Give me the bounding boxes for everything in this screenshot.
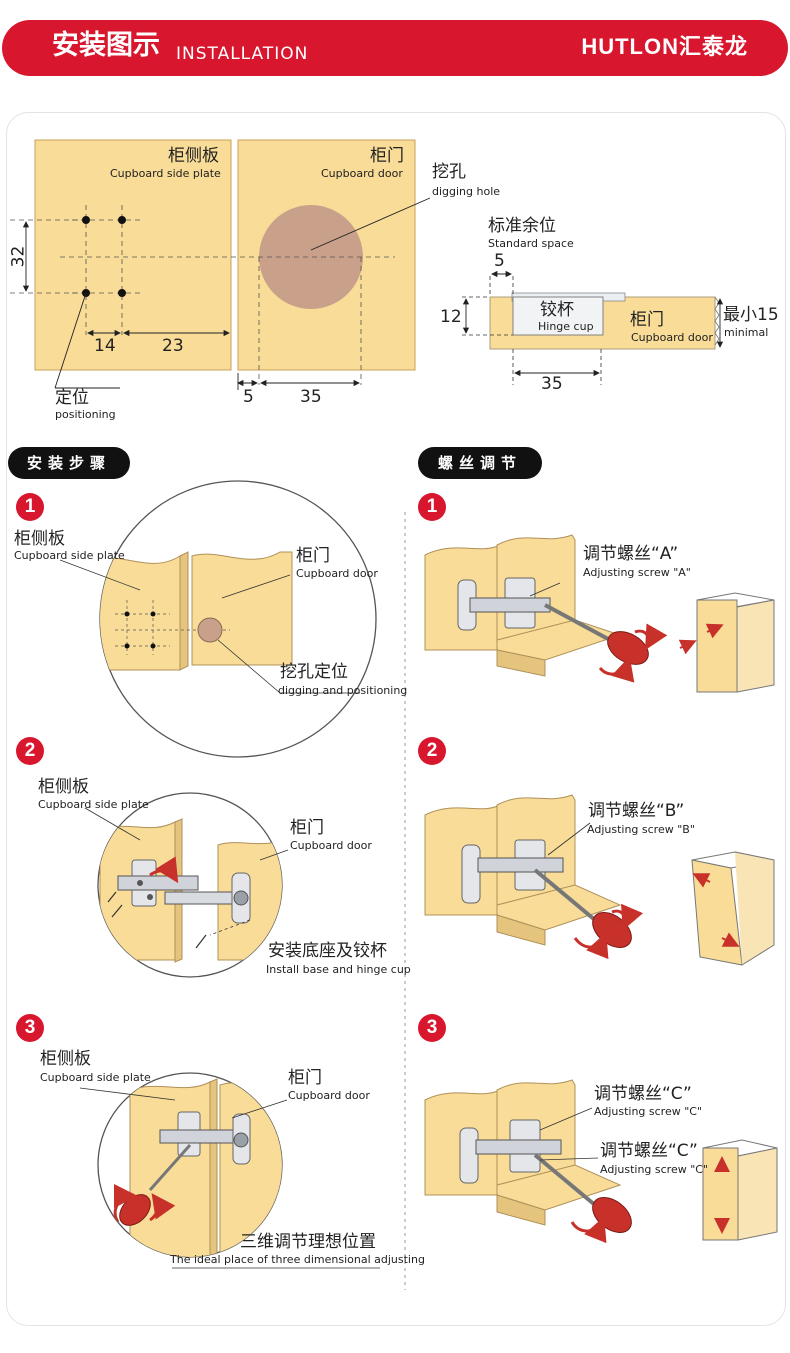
s3-adjust-label-en: The ideal place of three dimensional adj… (170, 1253, 425, 1266)
min-label-cn: 最小15 (723, 305, 779, 325)
position-dot (82, 216, 90, 224)
install-step-3-badge: 3 (16, 1014, 44, 1042)
dim-35: 35 (300, 387, 322, 407)
adjust-step-2-badge: 2 (418, 737, 446, 765)
header-banner: 安装图示 INSTALLATION HUTLON汇泰龙 (2, 20, 788, 76)
a3-screw-label-en-1: Adjusting screw "C" (594, 1105, 703, 1118)
a3-screw-label-en-2: Adjusting screw "C" (600, 1163, 709, 1176)
standard-space-diagram (462, 270, 724, 385)
dim-32: 32 (8, 245, 29, 268)
s1-side-label-en: Cupboard side plate (14, 549, 125, 562)
hinge-cup-label-cn: 铰杯 (540, 300, 574, 320)
door2-label-en: Cupboard door (631, 331, 713, 344)
s2-door-label-en: Cupboard door (290, 839, 372, 852)
adjust-step1-illustration (424, 534, 775, 693)
s1-side-label-cn: 柜侧板 (14, 529, 65, 549)
std-dim-12: 12 (440, 307, 462, 327)
a3-screw-label-cn-2: 调节螺丝“C” (600, 1141, 698, 1161)
install-step3-illustration (79, 1072, 380, 1269)
install-step-2-badge: 2 (16, 737, 44, 765)
dim-5: 5 (243, 387, 254, 407)
s3-door-label-en: Cupboard door (288, 1089, 370, 1102)
std-dim-5: 5 (494, 251, 505, 271)
s3-door-label-cn: 柜门 (288, 1068, 322, 1088)
s1-hole-label-en: digging and positioning (278, 684, 408, 697)
install-step1-illustration (59, 480, 377, 758)
s2-side-label-en: Cupboard side plate (38, 798, 149, 811)
install-steps-pill: 安装步骤 (8, 447, 130, 479)
s2-door-label-cn: 柜门 (290, 818, 324, 838)
positioning-label-en: positioning (55, 408, 116, 421)
hole-label-cn: 挖孔 (432, 162, 466, 182)
s1-door-label-en: Cupboard door (296, 567, 378, 580)
install-step-1-badge: 1 (16, 493, 44, 521)
door-label-en: Cupboard door (321, 167, 403, 180)
a3-screw-label-cn-1: 调节螺丝“C” (594, 1084, 692, 1104)
page-title-cn: 安装图示 (52, 30, 160, 61)
hole-label-en: digging hole (432, 185, 501, 198)
standard-space-label-cn: 标准余位 (488, 216, 556, 236)
a2-screw-label-en: Adjusting screw "B" (587, 823, 695, 836)
adjust-step-1-badge: 1 (418, 493, 446, 521)
a2-screw-label-cn: 调节螺丝“B” (588, 801, 685, 821)
brand-logo: HUTLON汇泰龙 (581, 34, 748, 59)
s2-base-label-en: Install base and hinge cup (266, 963, 411, 976)
positioning-label-cn: 定位 (55, 388, 89, 408)
position-dot (118, 216, 126, 224)
s3-side-label-cn: 柜侧板 (40, 1049, 91, 1069)
hinge-cup-label-en: Hinge cup (538, 320, 594, 333)
door2-label-cn: 柜门 (630, 310, 664, 330)
a1-screw-label-cn: 调节螺丝“A” (583, 544, 679, 564)
standard-space-label-en: Standard space (488, 237, 574, 250)
adjust-screws-pill: 螺丝调节 (418, 447, 542, 479)
min-label-en: minimal (724, 326, 769, 339)
page-title-en: INSTALLATION (176, 44, 309, 64)
adjust-step3-illustration (424, 1079, 778, 1244)
adjust-step-3-badge: 3 (418, 1014, 446, 1042)
side-plate-label-cn: 柜侧板 (168, 146, 219, 166)
std-dim-35: 35 (541, 374, 563, 394)
s3-side-label-en: Cupboard side plate (40, 1071, 151, 1084)
a1-screw-label-en: Adjusting screw "A" (583, 566, 691, 579)
dim-23: 23 (162, 336, 184, 356)
position-dot (118, 289, 126, 297)
s2-side-label-cn: 柜侧板 (38, 777, 89, 797)
dim-14: 14 (94, 336, 116, 356)
s3-adjust-label-cn: 三维调节理想位置 (240, 1232, 376, 1252)
digging-hole-circle (259, 205, 363, 309)
install-step2-illustration (84, 792, 289, 978)
side-plate-label-en: Cupboard side plate (110, 167, 221, 180)
door-label-cn: 柜门 (370, 146, 404, 166)
s2-base-label-cn: 安装底座及铰杯 (268, 941, 387, 961)
s1-hole-label-cn: 挖孔定位 (280, 662, 348, 682)
adjust-step2-illustration (424, 794, 775, 966)
s1-door-label-cn: 柜门 (296, 546, 330, 566)
